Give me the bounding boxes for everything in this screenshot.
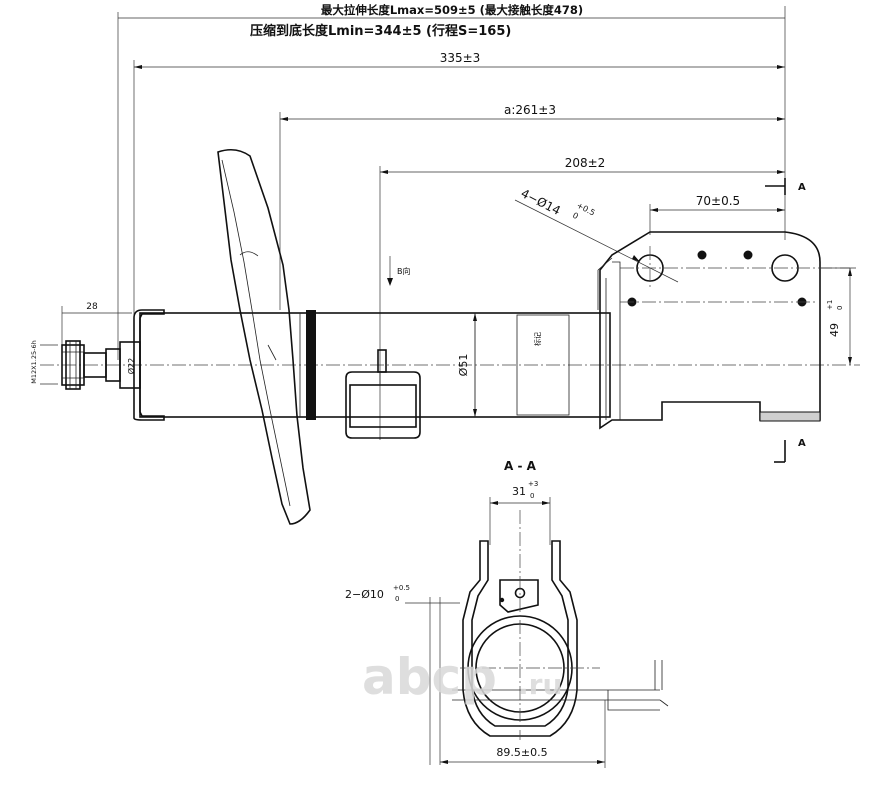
d49-tol: +1 xyxy=(826,300,834,310)
dim-28-label: 28 xyxy=(86,302,98,312)
d22-label: Ø22 xyxy=(126,358,136,374)
stamp-label: 标记 xyxy=(533,332,542,346)
holes2-label: 2−Ø10 xyxy=(345,588,384,601)
watermark-brand: abcp xyxy=(362,648,497,706)
dimension-lmax: 最大拉伸长度Lmax=509±5 (最大接触长度478) xyxy=(117,3,786,360)
knuckle-bracket xyxy=(597,231,850,430)
watermark-tld: .ru xyxy=(518,668,562,701)
holes4-tol0: 0 xyxy=(571,211,580,221)
dimension-335: 335±3 xyxy=(133,51,785,315)
section-marker-top: A xyxy=(765,178,806,195)
section-a-top-label: A xyxy=(798,182,806,193)
cylinder-body: Ø51 标记 xyxy=(139,310,611,420)
d49-tol0: 0 xyxy=(836,306,844,310)
watermark: abcp .ru xyxy=(362,648,562,706)
holes2-tol: +0.5 xyxy=(393,584,410,592)
b-view-label: B向 xyxy=(397,266,411,276)
d49-label: 49 xyxy=(828,323,841,337)
holes2-tol0: 0 xyxy=(395,595,399,603)
section-aa: A - A 31 +3 0 2−Ø10 +0.5 0 xyxy=(345,459,669,768)
thread-label: M12X1.25-6h xyxy=(30,340,38,383)
d51-label: Ø51 xyxy=(457,354,470,377)
d31-label: 31 xyxy=(512,485,526,498)
lmax-label: 最大拉伸长度Lmax=509±5 (最大接触长度478) xyxy=(321,3,583,17)
section-marker-bottom: A xyxy=(774,438,806,463)
d31-tol: +3 xyxy=(528,480,538,488)
dim-261-label: a:261±3 xyxy=(504,103,556,117)
spring-seat xyxy=(217,148,311,525)
section-title: A - A xyxy=(504,459,537,473)
dimension-70: 70±0.5 xyxy=(649,194,785,235)
dimension-261: a:261±3 xyxy=(279,103,785,310)
d31-tol0: 0 xyxy=(530,492,534,500)
dim-70-label: 70±0.5 xyxy=(696,194,740,208)
lmin-label: 压缩到底长度Lmin=344±5 (行程S=165) xyxy=(250,23,511,39)
dim-208-label: 208±2 xyxy=(565,156,606,170)
rod-thread: 28 M12X1.25-6h xyxy=(30,302,132,390)
dimension-208: 208±2 xyxy=(379,156,785,440)
bump-bracket: B向 xyxy=(345,256,421,439)
d89-label: 89.5±0.5 xyxy=(496,746,547,759)
dimension-49: 49 +1 0 xyxy=(820,267,856,365)
hole-leader-4x14: 4−Ø14 +0.5 0 xyxy=(514,186,679,283)
section-a-bot-label: A xyxy=(798,438,806,449)
dim-335-label: 335±3 xyxy=(440,51,481,65)
